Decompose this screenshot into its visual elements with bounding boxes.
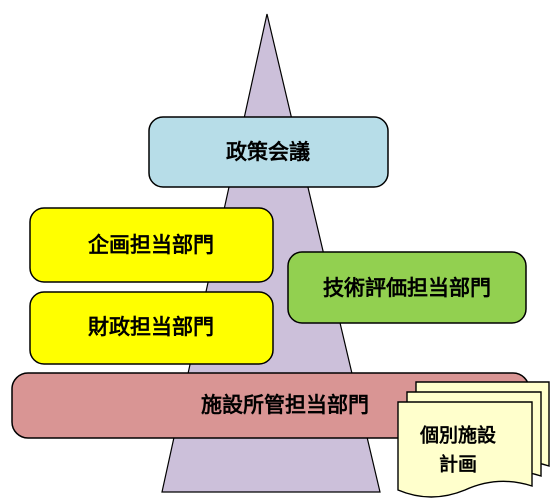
document-sheet-front [397,401,533,498]
tech-eval-dept-box: 技術評価担当部門 [287,251,527,324]
policy-council-label: 政策会議 [226,140,310,164]
tech-eval-dept-label: 技術評価担当部門 [323,276,491,300]
document-stack: 個別施設 計画 [397,381,550,498]
finance-dept-box: 財政担当部門 [29,291,274,365]
finance-dept-box-bg [29,291,274,365]
facility-mgmt-dept-label: 施設所管担当部門 [201,393,369,417]
document-label-line1: 個別施設 [419,424,497,447]
planning-dept-box-bg [29,207,274,283]
planning-dept-label: 企画担当部門 [87,233,214,257]
policy-council-box: 政策会議 [148,116,389,188]
tech-eval-dept-box-bg [287,251,527,324]
policy-council-box-bg [148,116,389,188]
planning-dept-box: 企画担当部門 [29,207,274,283]
document-label-line2: 計画 [439,453,477,476]
finance-dept-label: 財政担当部門 [88,315,214,339]
